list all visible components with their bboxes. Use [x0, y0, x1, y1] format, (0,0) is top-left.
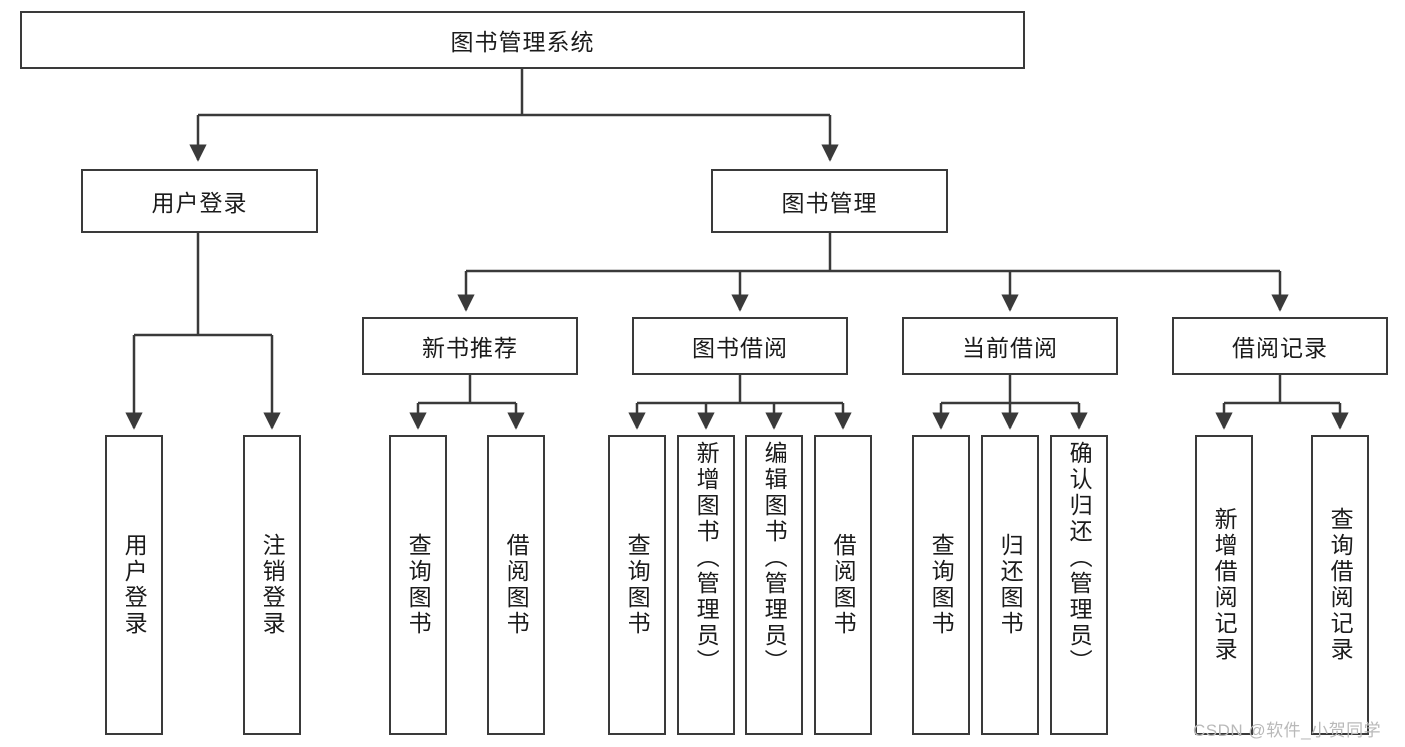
- node-leaf-return-book[interactable]: 归还图书: [981, 435, 1039, 735]
- node-label: 图书管理系统: [450, 29, 595, 55]
- node-borrow-record[interactable]: 借阅记录: [1172, 317, 1388, 375]
- node-leaf-borrow-book-borrow[interactable]: 借阅图书: [814, 435, 872, 735]
- node-leaf-confirm-return[interactable]: 确认归还（管理员）: [1050, 435, 1108, 735]
- node-label: 用户登录: [151, 190, 248, 216]
- node-label: 借阅图书: [830, 533, 857, 637]
- node-label: 图书借阅: [692, 335, 788, 361]
- node-label: 注销登录: [259, 533, 286, 637]
- node-label: 新增借阅记录: [1211, 507, 1238, 663]
- node-leaf-add-book[interactable]: 新增图书（管理员）: [677, 435, 735, 735]
- node-root-book-management-system[interactable]: 图书管理系统: [20, 11, 1025, 69]
- node-label: 归还图书: [997, 533, 1024, 637]
- node-leaf-borrow-book-new[interactable]: 借阅图书: [487, 435, 545, 735]
- node-label: 查询图书: [928, 533, 955, 637]
- node-leaf-user-logout[interactable]: 注销登录: [243, 435, 301, 735]
- node-new-book-recommend[interactable]: 新书推荐: [362, 317, 578, 375]
- node-label: 新增图书（管理员）: [693, 441, 720, 675]
- node-leaf-user-login[interactable]: 用户登录: [105, 435, 163, 735]
- node-leaf-add-record[interactable]: 新增借阅记录: [1195, 435, 1253, 735]
- node-leaf-query-book-borrow[interactable]: 查询图书: [608, 435, 666, 735]
- node-user-login[interactable]: 用户登录: [81, 169, 318, 233]
- node-current-borrow[interactable]: 当前借阅: [902, 317, 1118, 375]
- node-leaf-query-book-current[interactable]: 查询图书: [912, 435, 970, 735]
- node-label: 确认归还（管理员）: [1066, 441, 1093, 675]
- node-label: 借阅记录: [1232, 335, 1328, 361]
- node-book-manage[interactable]: 图书管理: [711, 169, 948, 233]
- node-label: 当前借阅: [962, 335, 1058, 361]
- node-label: 查询图书: [624, 533, 651, 637]
- node-book-borrow[interactable]: 图书借阅: [632, 317, 848, 375]
- node-label: 借阅图书: [503, 533, 530, 637]
- node-label: 查询图书: [405, 533, 432, 637]
- node-label: 编辑图书（管理员）: [761, 441, 788, 675]
- node-leaf-query-record[interactable]: 查询借阅记录: [1311, 435, 1369, 735]
- node-label: 新书推荐: [422, 335, 518, 361]
- node-leaf-edit-book[interactable]: 编辑图书（管理员）: [745, 435, 803, 735]
- node-label: 查询借阅记录: [1327, 507, 1354, 663]
- node-label: 用户登录: [121, 533, 148, 637]
- watermark: CSDN @软件_小贺同学: [1193, 721, 1382, 740]
- node-label: 图书管理: [781, 190, 878, 216]
- node-leaf-query-book-new[interactable]: 查询图书: [389, 435, 447, 735]
